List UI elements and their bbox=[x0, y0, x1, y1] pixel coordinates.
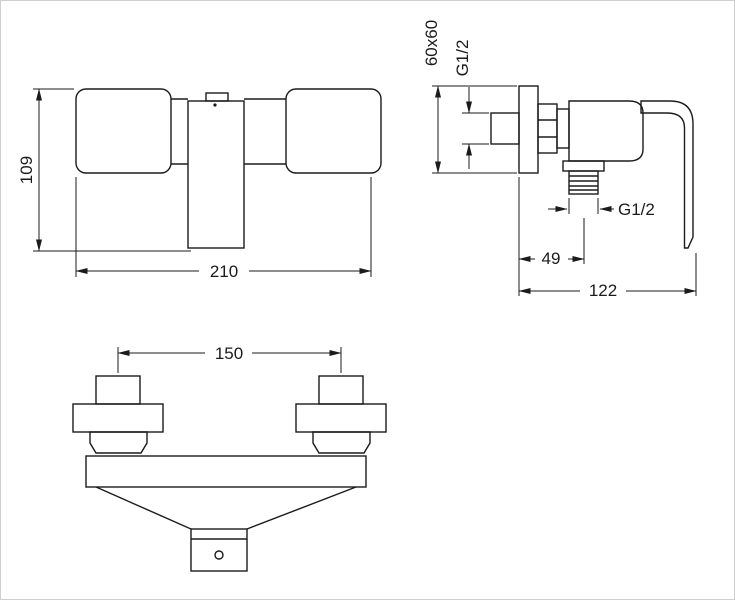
lever-handle-side bbox=[640, 100, 694, 249]
wall-to-outlet-label: 49 bbox=[542, 249, 561, 268]
body-bar-bottom bbox=[85, 455, 367, 488]
bottom-view bbox=[72, 375, 387, 572]
outlet-connection bbox=[562, 160, 605, 195]
outlet-thread-label: G1/2 bbox=[618, 200, 655, 219]
front-height-dimension bbox=[33, 88, 191, 252]
front-height-label: 109 bbox=[17, 156, 36, 184]
total-depth-label: 122 bbox=[589, 281, 617, 300]
plate-size-dimension bbox=[432, 85, 517, 174]
inlet-thread-dimension bbox=[462, 87, 489, 169]
wall-to-outlet-dimension bbox=[518, 218, 585, 269]
outlet-thread-dimension bbox=[548, 198, 614, 214]
handle-screw-dot bbox=[213, 103, 217, 107]
left-inlet-square bbox=[95, 375, 141, 405]
right-nut bbox=[312, 431, 371, 454]
inlet-stub bbox=[490, 112, 520, 145]
right-escutcheon-plate bbox=[285, 88, 382, 174]
inlet-thread-label: G1/2 bbox=[453, 40, 472, 77]
mixer-handle-front bbox=[187, 100, 245, 249]
right-flange bbox=[295, 403, 387, 433]
left-escutcheon-plate bbox=[75, 88, 172, 174]
center-spacing-dimension bbox=[117, 344, 342, 373]
right-inlet-square bbox=[318, 375, 364, 405]
front-view bbox=[75, 88, 382, 249]
outlet-block-bottom bbox=[190, 528, 248, 572]
left-flange bbox=[72, 403, 164, 433]
body-taper bbox=[95, 486, 357, 530]
center-spacing-label: 150 bbox=[215, 344, 243, 363]
wall-plate-side bbox=[518, 85, 539, 174]
front-width-label: 210 bbox=[210, 262, 238, 281]
body-bar-edges bbox=[171, 98, 286, 165]
plate-size-label: 60x60 bbox=[422, 20, 441, 66]
front-view-dimensions: 109 210 bbox=[17, 88, 372, 281]
mounting-nut-side bbox=[537, 103, 558, 154]
handle-cap bbox=[205, 92, 229, 102]
left-nut bbox=[89, 431, 148, 454]
bottom-view-dimensions: 150 bbox=[117, 344, 342, 373]
front-width-dimension bbox=[75, 177, 372, 281]
connector-ring bbox=[556, 108, 570, 149]
side-view-dimensions: 60x60 G1/2 G1/2 49 bbox=[422, 20, 697, 301]
side-view bbox=[490, 85, 694, 249]
total-depth-dimension bbox=[518, 177, 697, 301]
mixer-body-side bbox=[568, 100, 644, 162]
